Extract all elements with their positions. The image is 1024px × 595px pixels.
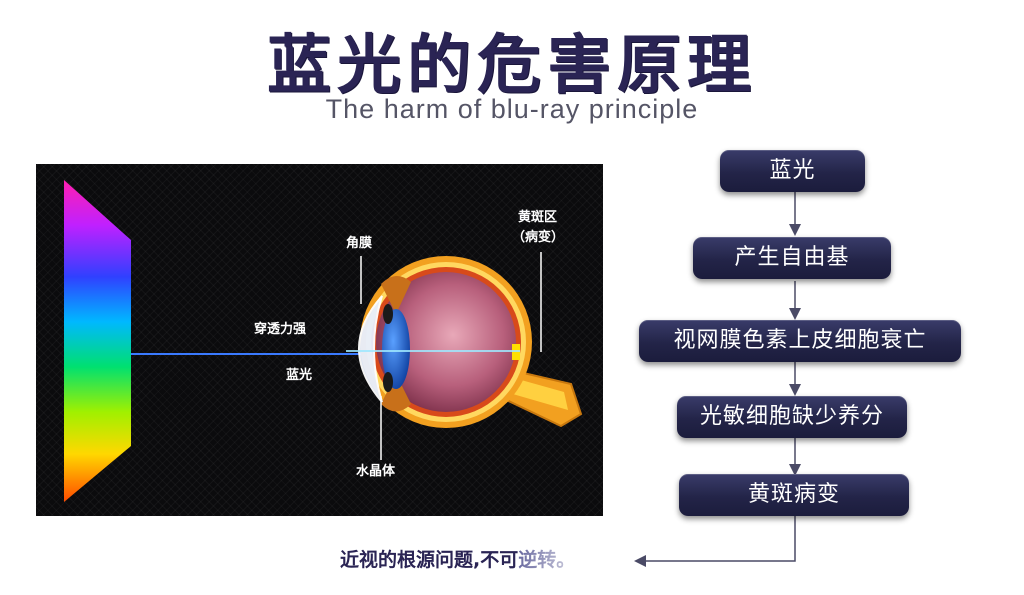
page-subtitle: The harm of blu-ray principle (325, 94, 699, 124)
eye-vitreous (376, 272, 516, 412)
eye-diagram-panel: 角膜 黄斑区 （病变） 穿透力强 蓝光 水晶体 (36, 164, 603, 516)
label-blue-light: 蓝光 (286, 368, 313, 383)
light-spectrum-prism (64, 180, 131, 502)
flow-step-free-radicals: 产生自由基 (693, 237, 891, 279)
flow-step-rpe-cell-death: 视网膜色素上皮细胞衰亡 (639, 320, 961, 362)
label-lens: 水晶体 (356, 464, 396, 479)
flow-arrow-to-conclusion (634, 516, 796, 567)
label-cornea: 角膜 (346, 236, 373, 251)
ciliary-body-top (381, 275, 411, 314)
flow-step-macular-degeneration: 黄斑病变 (679, 474, 909, 516)
optic-nerve-inner (506, 378, 568, 410)
flow-step-photoreceptor-nutrient-loss: 光敏细胞缺少养分 (677, 396, 907, 438)
label-macula-lesion: （病变） (512, 230, 565, 245)
eye-cornea (358, 295, 383, 403)
iris-bottom-edge (383, 372, 393, 392)
label-macula: 黄斑区 (518, 210, 558, 225)
eye-iris-lens (382, 309, 410, 389)
label-penetration: 穿透力强 (254, 322, 307, 337)
iris-top-edge (383, 304, 393, 324)
conclusion-main: 近视的根源问题,不可 (340, 549, 519, 571)
ciliary-body-bottom (381, 374, 411, 412)
conclusion-text: 近视的根源问题,不可逆转。 (340, 545, 575, 572)
eye-diagram-graphic (64, 180, 583, 502)
page-title: 蓝光的危害原理 (267, 29, 757, 103)
conclusion-faded: 逆转。 (518, 549, 576, 571)
flow-step-blue-light: 蓝光 (720, 150, 865, 192)
